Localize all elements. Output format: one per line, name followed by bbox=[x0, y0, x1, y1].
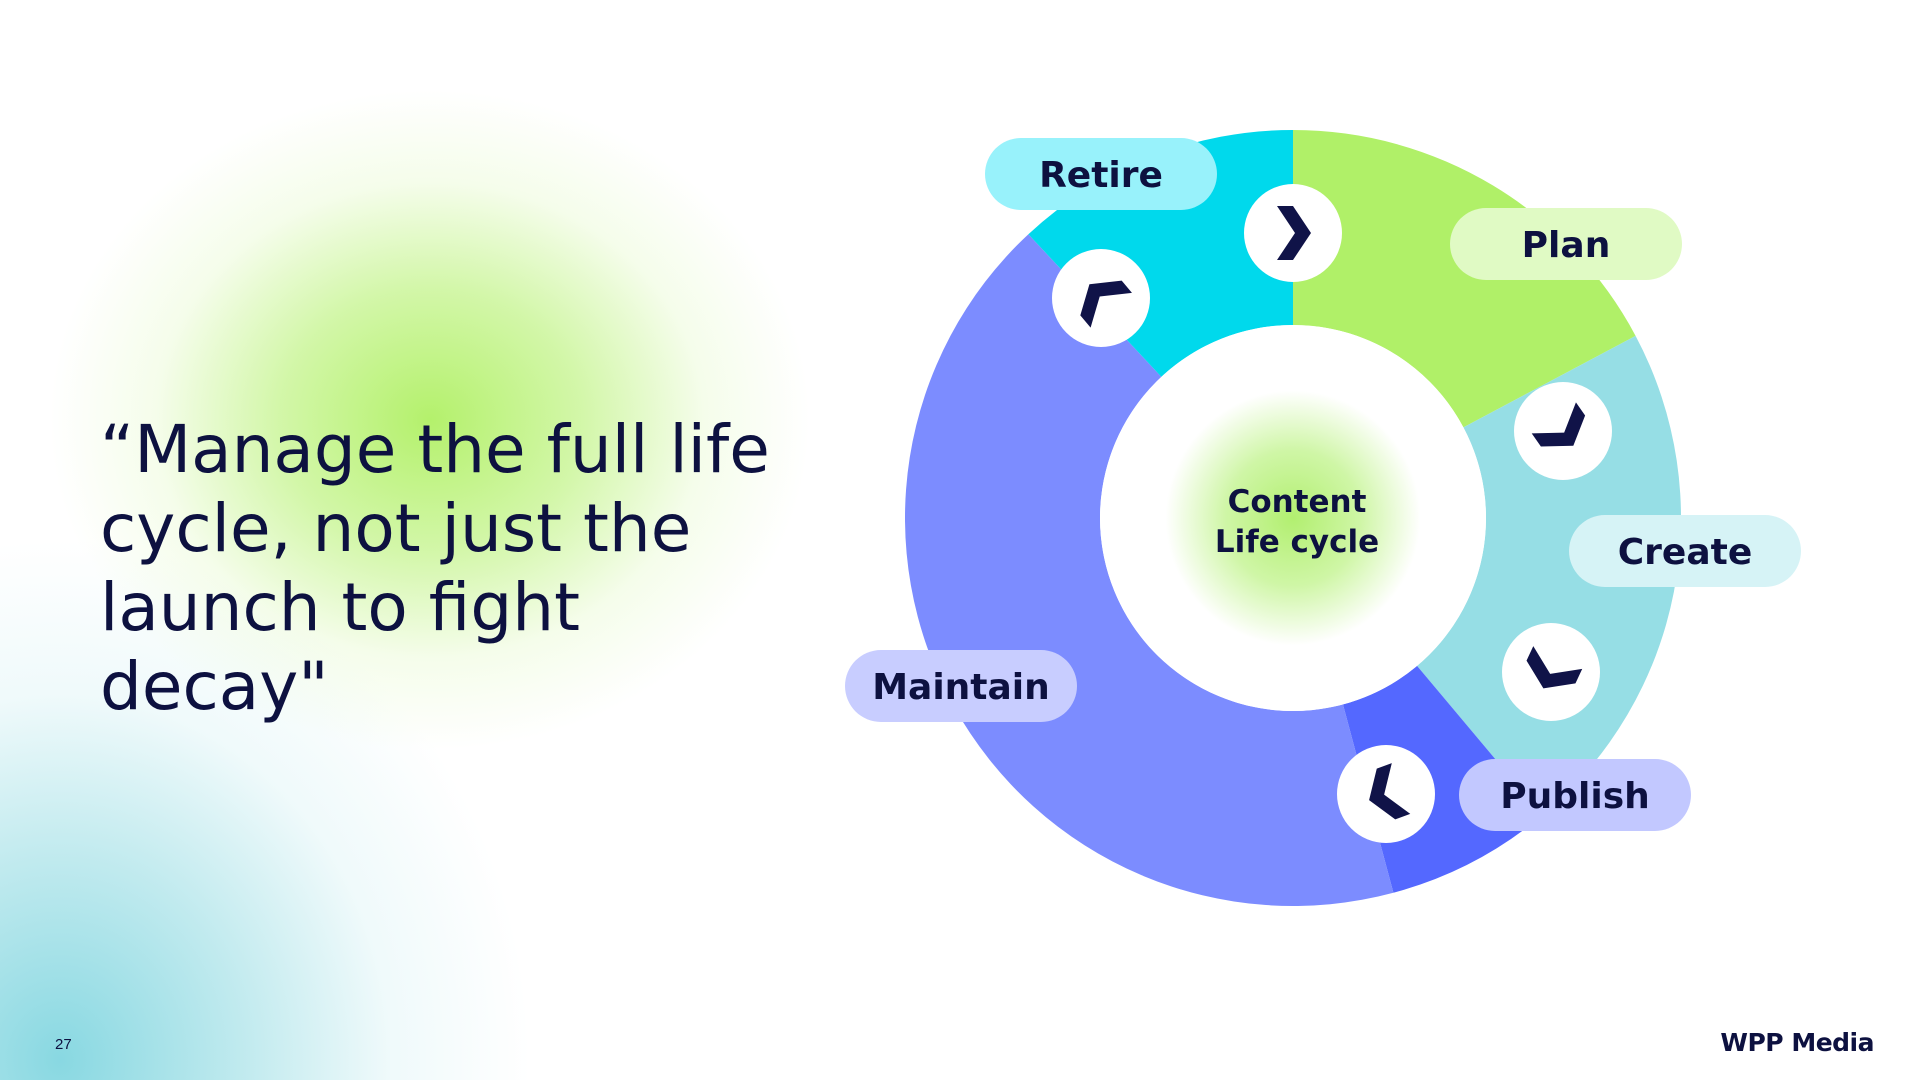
center-label-line1: Content bbox=[1228, 484, 1367, 520]
stage-pill-maintain: Maintain bbox=[845, 650, 1077, 722]
arrow-chevron-icon bbox=[1502, 623, 1600, 721]
arrow-chevron-icon bbox=[1244, 184, 1342, 282]
arrow-circle bbox=[1514, 382, 1612, 480]
segment-maintain bbox=[905, 234, 1394, 907]
arrow-circle bbox=[1244, 184, 1342, 282]
center-label-line2: Life cycle bbox=[1215, 524, 1379, 560]
chevron-shape bbox=[1080, 280, 1132, 328]
stage-pill-retire: Retire bbox=[985, 138, 1217, 210]
arrow-circle bbox=[1052, 249, 1150, 347]
stage-label: Retire bbox=[1039, 155, 1163, 196]
pill-background bbox=[845, 650, 1077, 722]
stage-pill-create: Create bbox=[1569, 515, 1801, 587]
pill-background bbox=[1569, 515, 1801, 587]
chevron-shape bbox=[1369, 763, 1411, 820]
stage-label: Plan bbox=[1522, 225, 1611, 266]
lifecycle-arrows bbox=[1052, 184, 1612, 843]
page-number: 27 bbox=[55, 1036, 72, 1053]
chevron-shape bbox=[1526, 646, 1583, 689]
lifecycle-segments bbox=[905, 130, 1681, 907]
segment-create bbox=[1417, 335, 1681, 816]
stage-pill-publish: Publish bbox=[1459, 759, 1691, 831]
stage-label: Publish bbox=[1500, 776, 1650, 817]
arrow-chevron-icon bbox=[1514, 382, 1612, 480]
quote-text: “Manage the full life cycle, not just th… bbox=[100, 411, 770, 725]
arrow-circle bbox=[1502, 623, 1600, 721]
chevron-shape bbox=[1531, 402, 1586, 447]
stage-pill-plan: Plan bbox=[1450, 208, 1682, 280]
arrow-chevron-icon bbox=[1052, 249, 1150, 347]
stage-label: Maintain bbox=[872, 667, 1050, 708]
chevron-shape bbox=[1277, 206, 1311, 260]
segment-plan bbox=[1293, 130, 1636, 428]
pill-background bbox=[1450, 208, 1682, 280]
arrow-circle bbox=[1337, 745, 1435, 843]
brand-logo: WPP Media bbox=[1720, 1028, 1874, 1057]
center-glow bbox=[1143, 368, 1443, 668]
pill-background bbox=[985, 138, 1217, 210]
pill-background bbox=[1459, 759, 1691, 831]
stage-label: Create bbox=[1618, 532, 1753, 573]
arrow-chevron-icon bbox=[1337, 745, 1435, 843]
